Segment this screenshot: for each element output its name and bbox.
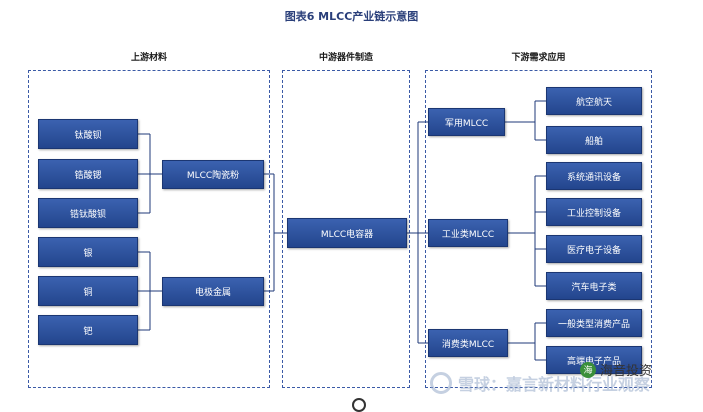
material-copper: 铜 <box>38 276 138 306</box>
haiyin-logo-icon: 海 <box>580 361 596 378</box>
industrial-mlcc: 工业类MLCC <box>428 219 508 247</box>
midstream-panel <box>282 70 410 388</box>
app-high-end-electronics: 高端电子产品 <box>546 346 642 374</box>
section-title-midstream: 中游器件制造 <box>318 53 373 63</box>
app-industrial-control: 工业控制设备 <box>546 198 642 226</box>
app-medical-electronics: 医疗电子设备 <box>546 235 642 263</box>
mlcc-ceramic-powder: MLCC陶瓷粉 <box>162 160 264 189</box>
app-aerospace: 航空航天 <box>546 87 642 115</box>
section-title-downstream: 下游需求应用 <box>511 53 566 63</box>
app-communication-equipment: 系统通讯设备 <box>546 162 642 190</box>
downstream-panel <box>425 70 652 388</box>
cropped-circle-icon <box>352 398 366 412</box>
app-general-consumer: 一般类型消费产品 <box>546 309 642 337</box>
mlcc-capacitor: MLCC电容器 <box>287 218 407 248</box>
upstream-panel <box>28 70 270 388</box>
material-barium-titanate: 钛酸钡 <box>38 119 138 149</box>
haiyin-watermark-text: 海音投资 <box>600 364 653 379</box>
app-automotive-electronics: 汽车电子类 <box>546 272 642 300</box>
app-shipping: 船舶 <box>546 126 642 154</box>
section-title-upstream: 上游材料 <box>130 53 167 63</box>
xueqiu-watermark-text: 雪球：嘉言新材料行业观察 <box>458 375 651 394</box>
material-strontium-zirconate: 锆酸锶 <box>38 159 138 189</box>
xueqiu-logo-icon <box>430 372 452 394</box>
chart-title: 图表6 MLCC产业链示意图 <box>284 10 419 23</box>
military-mlcc: 军用MLCC <box>428 108 505 136</box>
haiyin-watermark: 海 海音投资 <box>580 360 652 379</box>
electrode-metal: 电极金属 <box>162 277 264 306</box>
material-barium-zirconate-titanate: 锆钛酸钡 <box>38 198 138 228</box>
material-palladium: 钯 <box>38 315 138 345</box>
xueqiu-watermark: 雪球：嘉言新材料行业观察 <box>430 368 650 398</box>
material-silver: 银 <box>38 237 138 267</box>
consumer-mlcc: 消费类MLCC <box>428 329 508 357</box>
